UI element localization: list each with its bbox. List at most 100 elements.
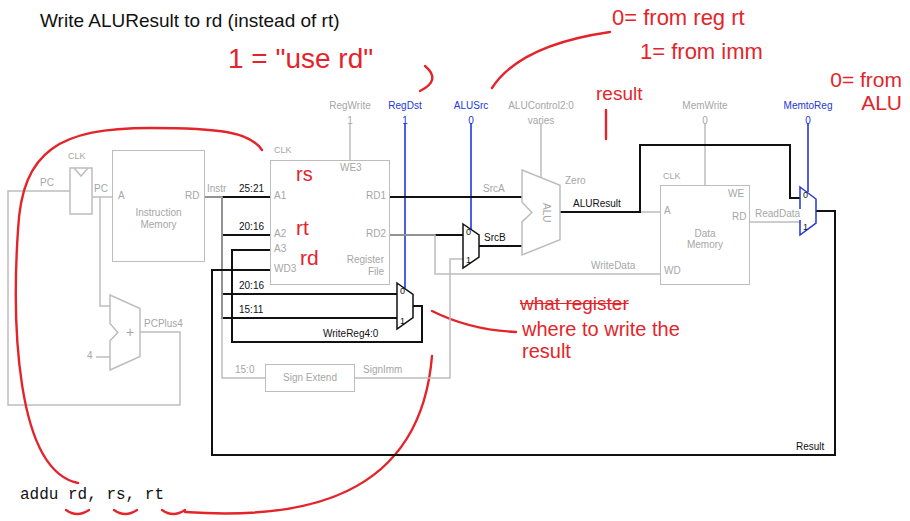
wire-label-holder: WriteReg4:0 xyxy=(322,329,379,340)
block-name: Instruction Memory xyxy=(128,207,190,230)
port-label-holder: A xyxy=(664,206,671,217)
signal-name-holder: PCPlus4 xyxy=(144,319,183,330)
control-signal-value: 1 xyxy=(402,116,408,127)
wire-label-holder: 20:16 xyxy=(238,281,265,292)
control-signal-value: varies xyxy=(528,116,555,127)
wire-label-holder: ALUResult xyxy=(572,199,622,210)
port-label: RD xyxy=(185,191,199,202)
alu-shape xyxy=(522,170,560,255)
annotation-stroke xyxy=(420,66,432,91)
control-signal-name: RegDst xyxy=(388,101,421,112)
annotation-stroke xyxy=(162,510,185,514)
signal-name: 20:16 xyxy=(238,281,265,292)
diagram-title: Write ALUResult to rd (instead of rt) xyxy=(40,10,340,32)
signal-name: PC xyxy=(94,184,108,195)
signal-name: SignImm xyxy=(362,365,403,376)
mux-input-number: 1 xyxy=(466,255,471,265)
control-signal-value-holder: 0 xyxy=(705,110,711,128)
control-signal-value: 1 xyxy=(347,116,353,127)
wire xyxy=(205,197,270,235)
wire-label-holder: SignImm xyxy=(362,365,403,376)
wire xyxy=(390,196,522,198)
block-name: Register File xyxy=(339,254,384,277)
control-signal-name-holder: RegWrite xyxy=(350,95,392,113)
multiplexer: 01 xyxy=(397,283,413,329)
pc-register xyxy=(70,168,92,214)
control-signal-value-holder: 1 xyxy=(350,110,356,128)
port-label-holder: RD1 xyxy=(366,191,386,202)
control-signal-value-holder: 1 xyxy=(405,110,411,128)
annotation-stroke xyxy=(16,128,262,483)
handwritten-note-holder: result xyxy=(596,84,642,105)
control-signal-value-holder: varies xyxy=(541,110,568,128)
alu-outline xyxy=(522,170,560,255)
wire xyxy=(205,197,265,378)
handwritten-note-holder: 0= from reg rt xyxy=(612,6,745,30)
port-label: A xyxy=(118,191,125,202)
handwritten-note-holder: rs xyxy=(296,163,313,185)
port-label-holder: WD xyxy=(664,266,681,277)
clock-label-holder: CLK xyxy=(663,172,681,181)
port-label: A2 xyxy=(274,229,286,240)
port-label-holder: A2 xyxy=(274,229,286,240)
mux-input-number: 0 xyxy=(466,227,471,237)
port-label: WE3 xyxy=(340,163,362,174)
port-label-holder: A xyxy=(118,191,125,202)
control-signal-value: 0 xyxy=(468,116,474,127)
block-name: Data Memory xyxy=(683,228,728,251)
handwritten-note-holder: rd xyxy=(300,246,319,269)
mux-input-number: 1 xyxy=(400,316,405,326)
control-signal-name-holder: ALUSrc xyxy=(471,95,505,113)
operator-symbol: + xyxy=(126,324,134,340)
adder-shape xyxy=(110,295,140,370)
signal-name-holder: Zero xyxy=(565,176,586,187)
block-name: ALU xyxy=(541,203,553,222)
adder: + xyxy=(110,295,140,370)
port-label-holder: RD xyxy=(732,212,746,223)
multiplexer: 01 xyxy=(463,224,479,268)
control-signal-value: 0 xyxy=(805,116,811,127)
handwritten-note-holder: what register xyxy=(520,294,629,315)
mux-input-number: 0 xyxy=(803,190,808,200)
wire-label-holder: 20:16 xyxy=(238,222,265,233)
clock-label-holder: CLK xyxy=(68,152,86,161)
multiplexer-shape xyxy=(397,283,413,329)
control-line xyxy=(540,123,542,177)
port-label-holder: RD2 xyxy=(366,229,386,240)
clock-label: CLK xyxy=(274,146,292,155)
multiplexer: 01 xyxy=(800,187,816,235)
signal-name: PC xyxy=(40,178,54,189)
port-label-holder: A1 xyxy=(274,191,286,202)
constant: 4 xyxy=(87,351,93,362)
annotation-stroke xyxy=(432,311,516,332)
clock-label: CLK xyxy=(68,152,86,161)
signal-name: 25:21 xyxy=(238,184,265,195)
port-label: RD1 xyxy=(366,191,386,202)
control-signal-name-holder: RegDst xyxy=(405,95,438,113)
handwritten-note: where to write the result xyxy=(522,318,692,362)
handwritten-note: 1= from imm xyxy=(640,40,763,64)
wire-label-holder: Result xyxy=(795,442,825,453)
handwritten-note-holder: 0= from ALU xyxy=(822,68,902,114)
annotation-stroke xyxy=(185,356,432,514)
control-signal-name-holder: MemWrite xyxy=(705,95,750,113)
signal-name: Instr xyxy=(207,184,226,195)
signal-name: ReadData xyxy=(754,209,801,220)
port-label-holder: WE xyxy=(728,189,744,200)
mux-input-number: 1 xyxy=(803,222,808,232)
port-label: WE xyxy=(728,189,744,200)
annotation-stroke xyxy=(492,32,610,88)
clock-symbol xyxy=(74,168,88,176)
handwritten-note: rd xyxy=(300,246,319,269)
signal-name: WriteReg4:0 xyxy=(322,329,379,340)
adder-outline xyxy=(110,295,140,370)
port-label: RD xyxy=(732,212,746,223)
control-signal-name: ALUSrc xyxy=(454,101,488,112)
control-line xyxy=(349,123,351,160)
control-line xyxy=(704,123,706,185)
wire-label-holder: SrcA xyxy=(482,184,506,195)
handwritten-note: rs xyxy=(296,163,313,185)
port-label: WD xyxy=(664,266,681,277)
diagram-title-holder: Write ALUResult to rd (instead of rt) xyxy=(40,10,340,32)
